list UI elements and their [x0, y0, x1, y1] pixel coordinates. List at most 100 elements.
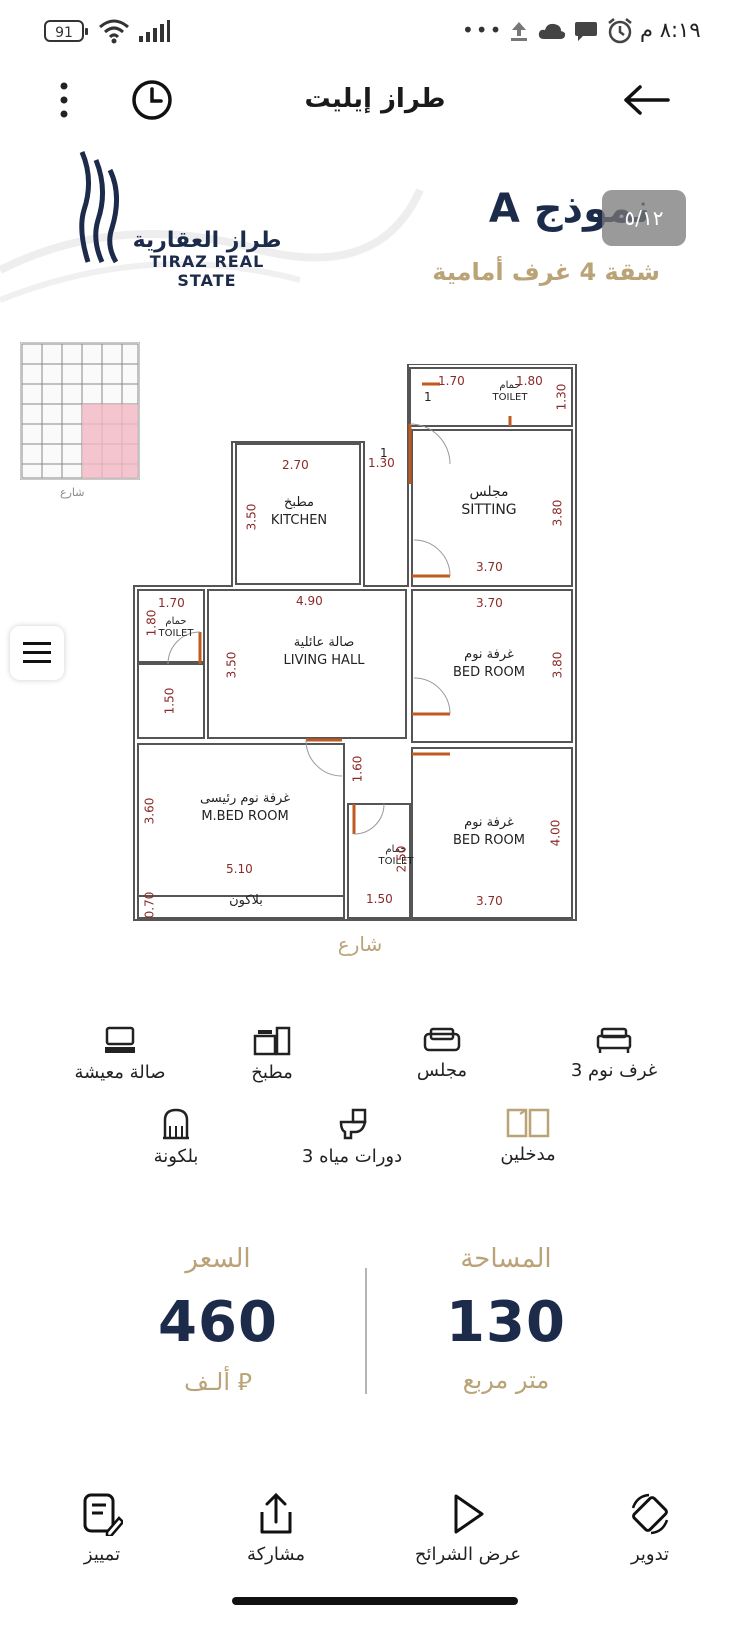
kitchen-label-en: KITCHEN: [270, 513, 328, 528]
kitchen-icon: [253, 1026, 291, 1056]
dim-label: 1.30: [554, 383, 569, 411]
rotate-button[interactable]: تدوير: [570, 1492, 730, 1565]
price-value: 460: [158, 1290, 278, 1355]
dim-label: 4.90: [296, 594, 323, 608]
dim-label: 4.00: [548, 819, 563, 847]
page-title: طراز إيليت: [304, 84, 446, 114]
key-plan-thumbnail: [20, 342, 140, 480]
stats-divider: [365, 1268, 367, 1394]
slideshow-label: عرض الشرائح: [414, 1544, 522, 1565]
toilet-top-label-ar: حمام: [499, 380, 521, 391]
price-unit: ألـف ⃁: [184, 1368, 252, 1396]
feature-label: صالة معيشة: [74, 1062, 166, 1083]
living-hall-label-ar: صالة عائلية: [293, 635, 355, 650]
bedroom1-label-ar: غرفة نوم: [464, 647, 514, 662]
toilet-left-label-en: TOILET: [158, 628, 194, 639]
dim-label: 3.50: [224, 651, 239, 679]
tv-icon: [105, 1026, 135, 1053]
dim-label: 1.70: [438, 374, 465, 388]
toilet-icon: [339, 1108, 367, 1140]
signal-icon: [139, 20, 170, 42]
dim-label: 1.30: [368, 456, 395, 470]
feature-bedrooms: 3 غرف نوم: [534, 1026, 694, 1081]
feature-living: صالة معيشة: [40, 1026, 200, 1083]
dim-label: 3.80: [550, 651, 565, 679]
rotate-icon: [631, 1493, 669, 1535]
dim-label: 5.10: [226, 862, 253, 876]
status-overflow: •••: [462, 18, 504, 42]
dim-label: 3.70: [476, 596, 503, 610]
dim-label: 1.80: [516, 374, 543, 388]
brand-name-ar: طراز العقارية: [132, 228, 282, 253]
feature-toilets: 3 دورات مياه: [272, 1108, 432, 1167]
feature-balcony: بلكونة: [96, 1108, 256, 1167]
bedroom2-label-ar: غرفة نوم: [464, 815, 514, 830]
dim-label: 3.80: [550, 499, 565, 527]
slideshow-button[interactable]: عرض الشرائح: [378, 1492, 558, 1565]
master-bedroom-label-en: M.BED ROOM: [201, 809, 289, 824]
dim-label: 1.60: [350, 755, 365, 783]
feature-label: بلكونة: [153, 1146, 199, 1167]
play-icon: [454, 1494, 484, 1534]
price-label: السعر: [185, 1244, 251, 1274]
balcony-label: بلاكون: [229, 893, 263, 908]
share-label: مشاركة: [246, 1544, 306, 1565]
toilet-left-label-ar: حمام: [165, 616, 187, 627]
area-unit: متر مربع: [462, 1366, 550, 1394]
home-indicator[interactable]: [232, 1597, 518, 1605]
wifi-icon: [99, 19, 129, 44]
toilet-top-label-en: TOILET: [492, 392, 528, 403]
feature-label: مجلس: [416, 1060, 468, 1081]
bedroom1-label-en: BED ROOM: [453, 665, 525, 680]
door-icon: [506, 1108, 550, 1138]
status-bar: 91 ••• ٨:١٩ م: [0, 0, 750, 66]
dim-label: 1.50: [162, 687, 177, 715]
bedroom2-label-en: BED ROOM: [453, 833, 525, 848]
sitting-label-ar: مجلس: [469, 484, 509, 500]
share-button[interactable]: مشاركة: [196, 1492, 356, 1565]
dim-label: 1.50: [366, 892, 393, 906]
dim-label: 0.70: [142, 891, 157, 919]
door-number: 1: [380, 446, 388, 460]
decorative-pattern: [0, 188, 424, 303]
back-arrow-icon[interactable]: [620, 80, 672, 120]
feature-kitchen: مطبخ: [192, 1026, 352, 1083]
menu-button[interactable]: [10, 626, 64, 680]
dim-label: 3.50: [244, 503, 259, 531]
brand-logo-icon: [79, 151, 119, 264]
floor-plan-image[interactable]: طراز العقارية TIRAZ REAL STATE نموذج A ش…: [0, 150, 750, 1010]
model-subtitle: شقة 4 غرف أمامية: [432, 258, 660, 286]
toilet-small-label-en: TOILET: [378, 856, 414, 867]
bed-icon: [596, 1027, 632, 1053]
history-icon[interactable]: [130, 78, 174, 122]
battery-indicator: 91: [44, 20, 88, 42]
upload-icon: [511, 22, 527, 41]
master-bedroom-label-ar: غرفة نوم رئيسى: [199, 791, 291, 806]
edit-note-icon: [83, 1493, 123, 1536]
feature-label: 3 دورات مياه: [301, 1146, 403, 1167]
dim-label: 2.70: [282, 458, 309, 472]
sitting-label-en: SITTING: [461, 502, 517, 518]
dim-label: 3.70: [476, 894, 503, 908]
rotate-label: تدوير: [630, 1544, 670, 1565]
highlight-button[interactable]: تمييز: [22, 1492, 182, 1565]
dim-label: 3.70: [476, 560, 503, 574]
slide-counter-badge: ٥/١٢: [602, 190, 686, 246]
feature-label: 3 غرف نوم: [570, 1060, 658, 1081]
feature-label: مدخلين: [500, 1144, 556, 1165]
feature-label: مطبخ: [251, 1062, 293, 1083]
share-icon: [260, 1492, 292, 1534]
living-hall-label-en: LIVING HALL: [283, 653, 365, 668]
area-value: 130: [446, 1290, 566, 1355]
area-label: المساحة: [460, 1244, 552, 1274]
dim-label: 3.60: [142, 797, 157, 825]
feature-entrances: مدخلين: [448, 1108, 608, 1165]
more-options-icon[interactable]: [46, 80, 82, 120]
floor-plan-drawing: [133, 364, 577, 921]
sofa-icon: [423, 1027, 461, 1052]
status-time: ٨:١٩ م: [640, 18, 701, 42]
kitchen-label-ar: مطبخ: [284, 495, 314, 510]
alarm-icon: [608, 18, 632, 44]
key-plan-street: شارع: [60, 486, 85, 499]
street-label: شارع: [337, 932, 383, 956]
